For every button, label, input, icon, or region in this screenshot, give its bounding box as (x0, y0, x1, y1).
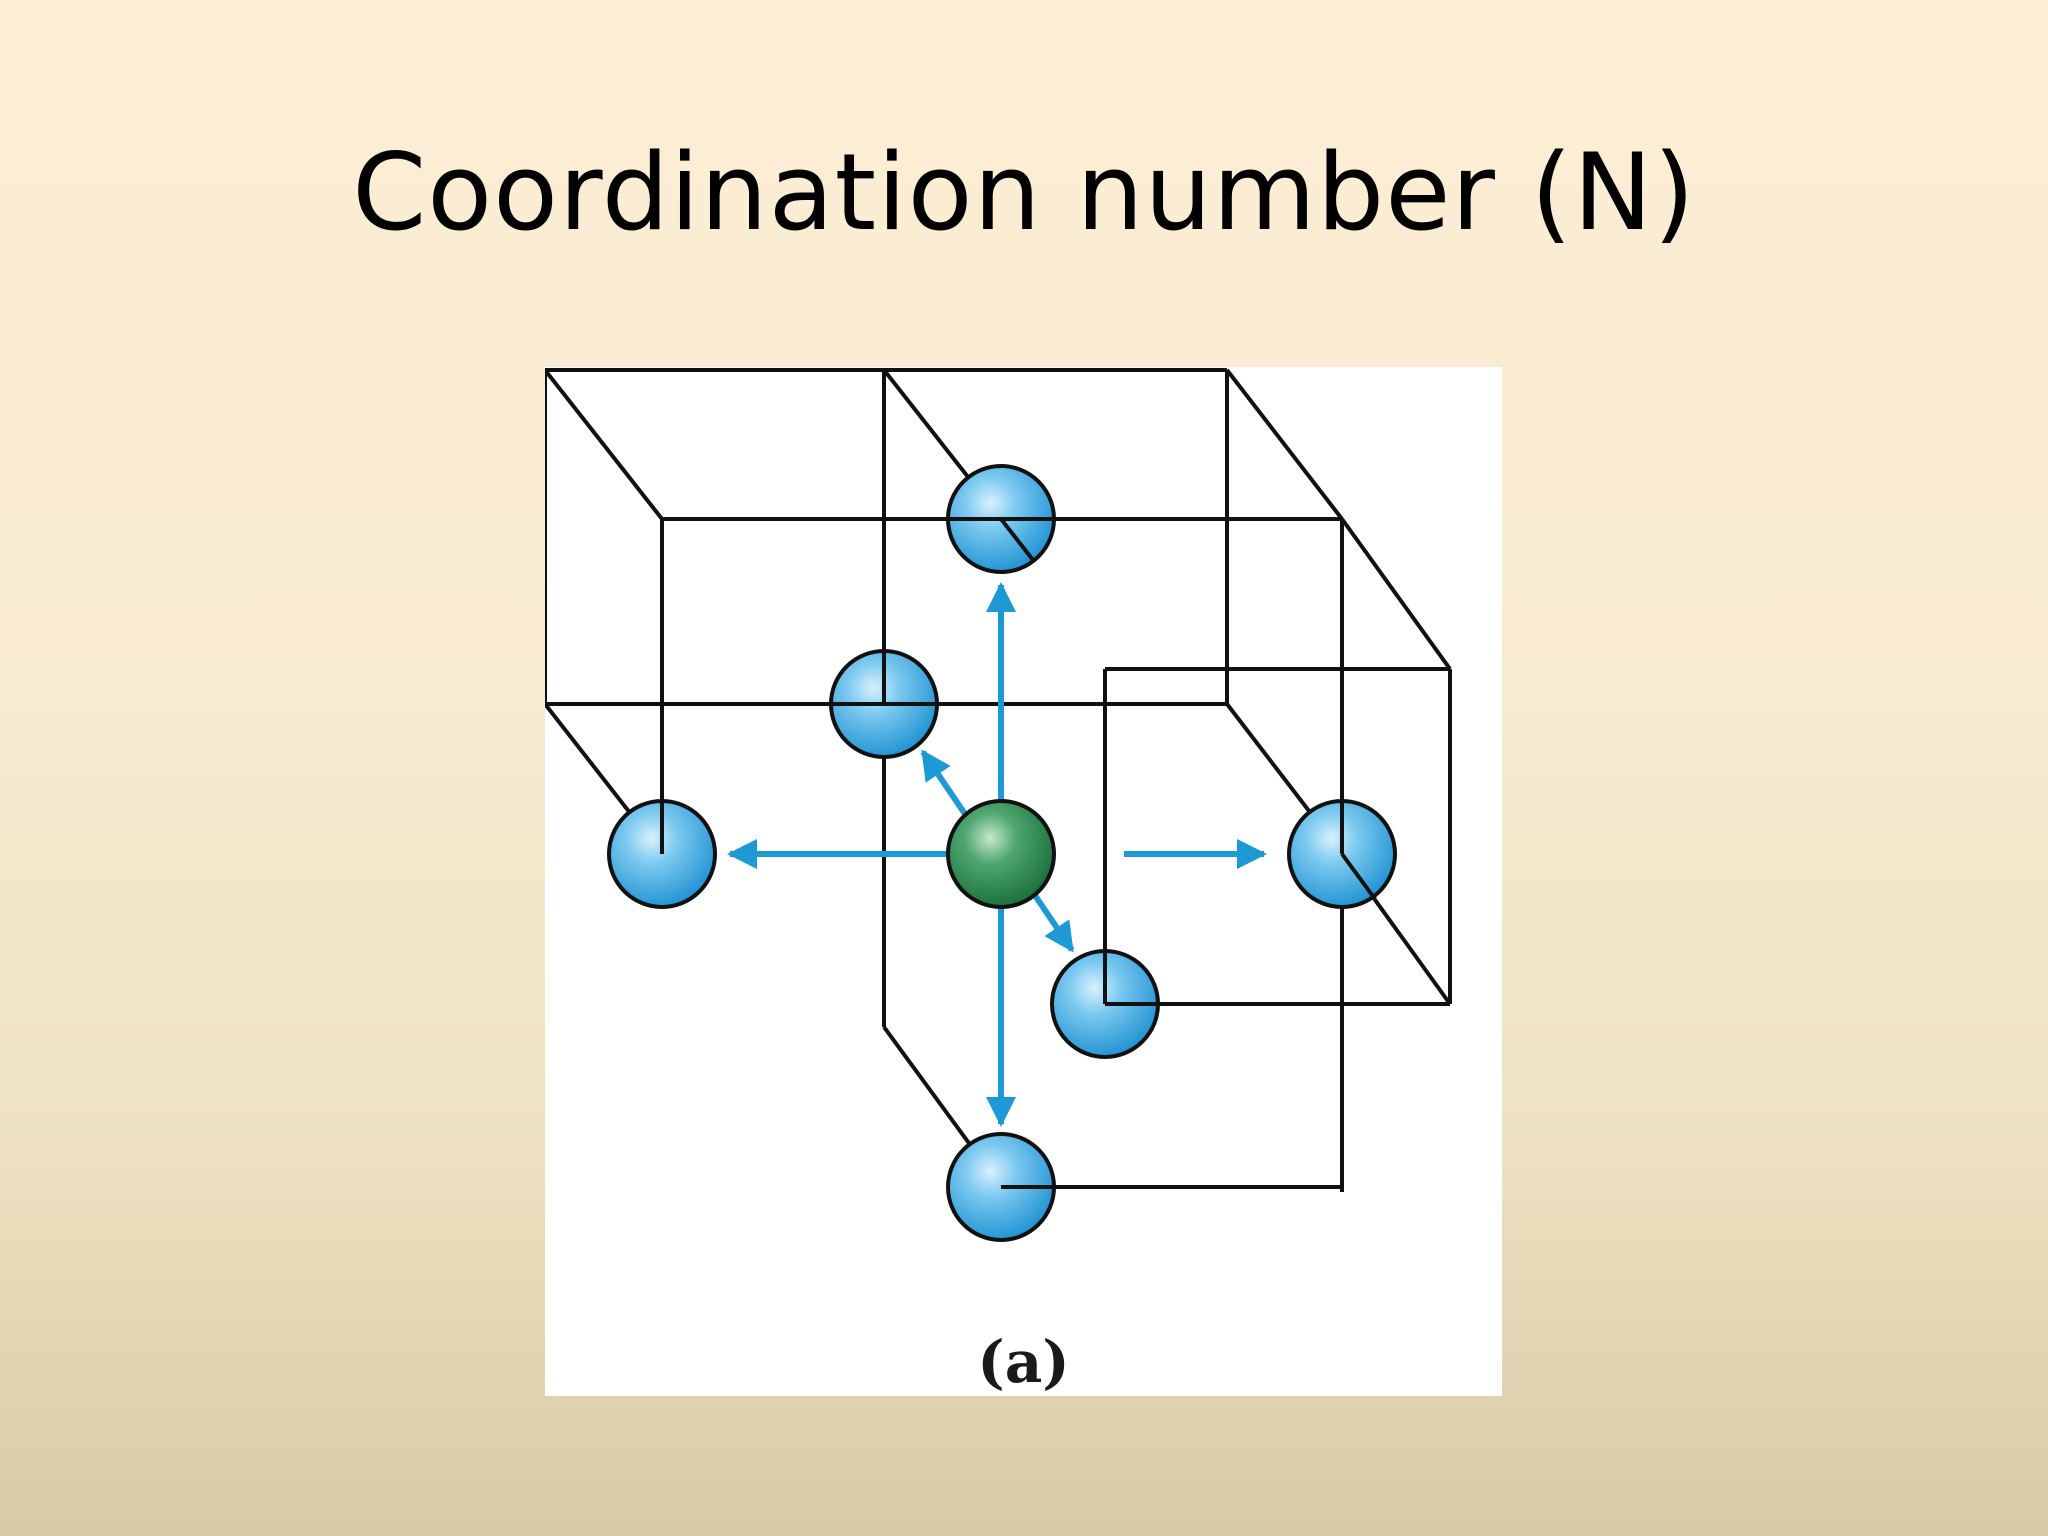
central-atom (946, 799, 1056, 909)
stub-top-diag (999, 517, 1035, 562)
coordination-figure: (a) (545, 367, 1502, 1396)
stub-right-diag (1340, 852, 1377, 901)
coordination-arrows (727, 582, 1267, 1127)
lattice-edge-diag-3 (1225, 368, 1344, 521)
figure-caption: (a) (977, 1328, 1070, 1396)
lattice-edge-diag-1 (545, 368, 664, 521)
arrow-back (920, 749, 968, 816)
lattice-edge-right-diag-top (1340, 517, 1452, 671)
crystal-lattice-diagram (545, 368, 1452, 1242)
lattice-stubs (660, 517, 1377, 1189)
slide-title: Coordination number (N) (352, 131, 1696, 254)
arrow-front (1031, 892, 1075, 953)
